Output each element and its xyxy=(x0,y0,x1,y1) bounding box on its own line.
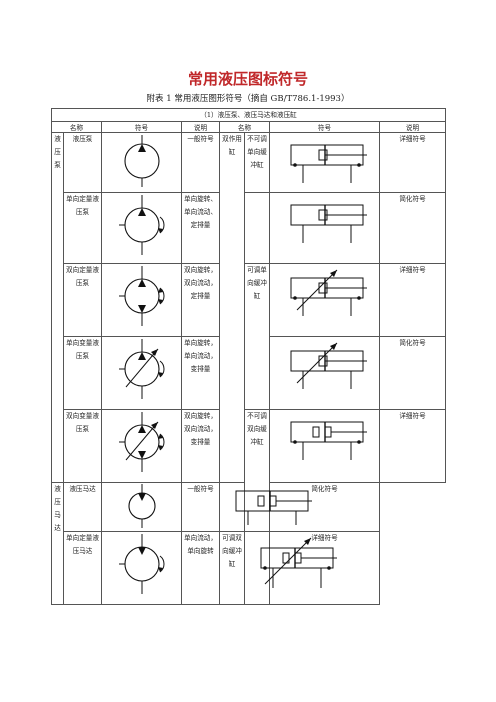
table-row: 液压马达 液压马达 一般符号 简化符号 xyxy=(51,482,446,605)
adjustable-cushion-cylinder-simple-icon xyxy=(290,342,367,389)
unidirectional-fixed-motor-icon xyxy=(118,534,164,594)
row-name-right xyxy=(244,192,270,264)
page-title: 常用液压图标符号 xyxy=(187,70,308,88)
row-name: 液压泵 xyxy=(63,132,102,193)
group-label-motor: 液压马达 xyxy=(51,482,64,605)
header-symbol: 符号 xyxy=(101,121,182,133)
header-symbol-2: 符号 xyxy=(269,121,380,133)
header-name: 名称 xyxy=(51,121,102,133)
row-note: 双向旋转，双向流动，变排量 xyxy=(181,409,220,483)
motor-symbol xyxy=(101,482,182,532)
row-note: 一般符号 xyxy=(181,482,220,532)
cylinder-symbol xyxy=(269,263,380,337)
row-name: 单向变量液压泵 xyxy=(63,336,102,410)
cylinder-symbol xyxy=(269,192,380,264)
symbol-table: （1）液压泵、液压马达和液压缸 名称 符号 说明 名称 符号 说明 液压泵 液压… xyxy=(50,108,447,605)
pump-symbol xyxy=(101,409,182,483)
row-note-right: 详细符号 xyxy=(378,263,447,337)
row-note-right: 简化符号 xyxy=(378,192,447,264)
row-note: 单向旋转，单向流动，变排量 xyxy=(181,336,220,410)
row-note: 双向旋转，双向流动，定排量 xyxy=(181,263,220,337)
unidirectional-variable-pump-icon xyxy=(118,339,164,399)
row-name: 双向定量液压泵 xyxy=(63,263,102,337)
pump-symbol xyxy=(101,263,182,337)
header-note: 说明 xyxy=(181,121,220,133)
pump-general-icon xyxy=(123,135,160,187)
cylinder-symbol xyxy=(269,336,380,410)
motor-symbol xyxy=(101,531,182,605)
cylinder-symbol xyxy=(269,132,380,193)
row-name-right: 不可调单向缓冲缸 xyxy=(244,132,270,193)
cushion-cylinder-detail-icon xyxy=(290,144,367,183)
table-row: 双向变量液压泵 双向旋转，双向流动，变排量 不可调双向缓冲缸 xyxy=(52,409,447,532)
row-name: 液压马达 xyxy=(63,482,102,532)
header-name-2: 名称 xyxy=(219,121,270,133)
row-note-right: 详细符号 xyxy=(378,132,447,193)
section-heading: （1）液压泵、液压马达和液压缸 xyxy=(50,108,447,122)
table-row: 液压泵 液压泵 一般符号 双作用缸 不可调单向缓冲缸 xyxy=(51,132,447,483)
cushion-cylinder-simple-icon xyxy=(290,204,367,243)
pump-symbol xyxy=(101,336,182,410)
adjustable-double-cushion-cylinder-icon xyxy=(260,537,337,588)
unidirectional-fixed-pump-icon xyxy=(118,195,164,255)
group-label-pump: 液压泵 xyxy=(51,132,64,483)
row-note-right: 简化符号 xyxy=(269,482,380,532)
row-note: 单向旋转、单向流动、定排量 xyxy=(181,192,220,264)
table-caption: 附表 1 常用液压图形符号（摘自 GB/T786.1-1993） xyxy=(146,94,350,104)
row-note: 单向流动，单向旋转 xyxy=(181,531,220,605)
table-row: 单向定量液压泵 单向旋转、单向流动、定排量 xyxy=(52,192,447,264)
pump-symbol xyxy=(101,132,182,193)
row-name: 双向变量液压泵 xyxy=(63,409,102,483)
header-row: 名称 符号 说明 名称 符号 说明 xyxy=(51,121,447,133)
cylinder-symbol xyxy=(269,409,380,483)
row-name-right: 可调单向缓冲缸 xyxy=(244,263,270,410)
adjustable-cushion-cylinder-detail-icon xyxy=(290,269,367,316)
table-row: 单向定量液压马达 单向流动，单向旋转 可调双向缓冲缸 xyxy=(52,531,446,605)
header-note-2: 说明 xyxy=(378,121,447,133)
row-note: 一般符号 xyxy=(181,132,220,193)
row-name: 单向定量液压泵 xyxy=(63,192,102,264)
bidirectional-variable-pump-icon xyxy=(118,412,164,472)
group-label-double-acting: 双作用缸 xyxy=(219,132,245,483)
row-name: 单向定量液压马达 xyxy=(63,531,102,605)
bidirectional-fixed-pump-icon xyxy=(118,266,164,326)
motor-general-icon xyxy=(127,484,156,528)
row-note-right: 简化符号 xyxy=(378,336,447,410)
row-name-right: 可调双向缓冲缸 xyxy=(219,531,245,605)
row-note-right: 详细符号 xyxy=(378,409,447,483)
table-row: 双向定量液压泵 双向旋转，双向流动，定排量 可调单向缓冲缸 xyxy=(52,263,447,410)
cylinder-symbol xyxy=(244,531,337,605)
pump-symbol xyxy=(101,192,182,264)
double-cushion-cylinder-simple-icon xyxy=(235,490,312,525)
double-cushion-cylinder-detail-icon xyxy=(290,421,367,460)
cylinder-symbol xyxy=(219,482,312,532)
